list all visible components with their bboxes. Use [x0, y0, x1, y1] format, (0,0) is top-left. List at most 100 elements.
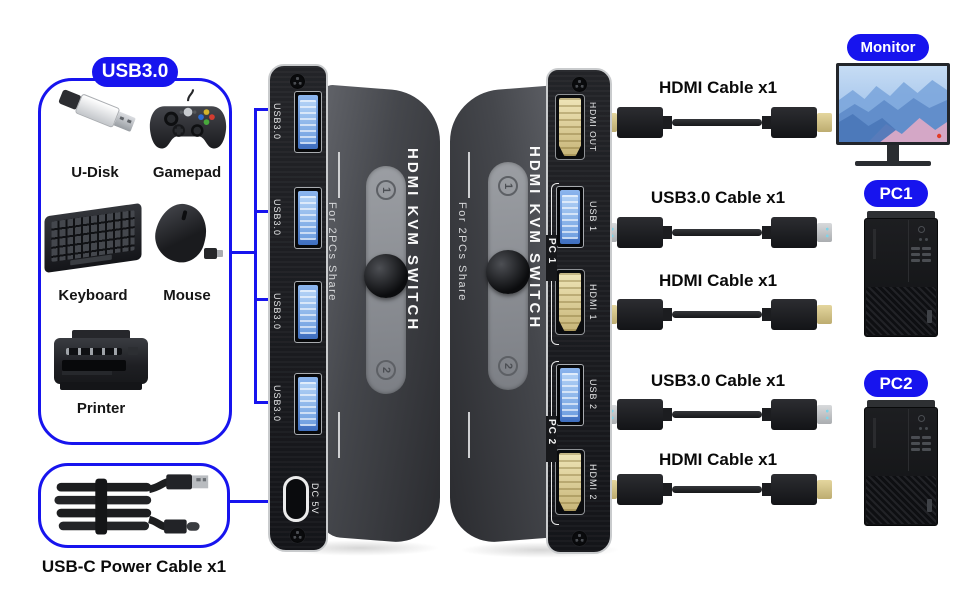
usb-a-port-icon [294, 281, 322, 343]
usb-a-port-icon [556, 186, 584, 248]
cable-cord [672, 485, 762, 493]
subtitle-dash [468, 412, 470, 458]
usb1-label: USB 1 [588, 201, 598, 233]
mouse-icon [149, 198, 226, 270]
hdmi2-port: HDMI 2 [548, 448, 610, 516]
hdmi-out-label: HDMI OUT [588, 101, 598, 153]
hdmi-port-icon [555, 269, 585, 335]
monitor-image [836, 63, 950, 145]
dc-5v-label: DC 5V [310, 483, 320, 515]
usb3-badge: USB3.0 [92, 57, 178, 87]
cable-plug [617, 298, 663, 330]
cable-1-label: HDMI Cable x1 [658, 78, 778, 97]
pc2-badge: PC2 [864, 370, 928, 397]
monitor-stand [887, 145, 899, 161]
cable-plug [771, 298, 817, 330]
kvm-right-title: HDMI KVM SWITCH [526, 146, 543, 331]
cable-plug [771, 398, 817, 430]
connector-bracket [254, 108, 257, 404]
kvm-right-switch-panel: 1 2 [486, 162, 530, 390]
cable-tip [817, 479, 832, 499]
cable-plug [771, 106, 817, 138]
usb3-port-3-label: USB3.0 [272, 293, 282, 331]
pc2-group-label: PC 2 [546, 416, 557, 462]
cable-plug [617, 216, 663, 248]
hdmi-cable-icon [602, 471, 832, 507]
usb1-port: USB 1 [548, 185, 610, 249]
usb-c-port-icon [283, 476, 309, 522]
cable-2-label: USB3.0 Cable x1 [650, 188, 786, 207]
usb3-port-4-label: USB3.0 [272, 385, 282, 423]
usb3-port-2-label: USB3.0 [272, 199, 282, 237]
select-pc2-button: 2 [376, 360, 396, 380]
kvm-right-port-panel: HDMI OUT USB 1 HDMI 1 USB 2 HDMI 2 PC 1 … [546, 68, 612, 554]
pc1-group-label: PC 1 [546, 235, 557, 281]
u-disk-label: U-Disk [71, 164, 119, 181]
usb-c-power-cable-icon [48, 470, 220, 541]
cable-tip [817, 112, 832, 132]
connector-line-power [228, 500, 284, 503]
u-disk-icon [58, 88, 136, 156]
power-cable-caption: USB-C Power Cable x1 [41, 557, 227, 576]
select-pc1-button: 1 [376, 180, 396, 200]
kvm-left-port-panel: USB3.0 USB3.0 USB3.0 USB3.0 DC 5V [268, 64, 328, 552]
gamepad-icon [146, 88, 230, 158]
usb3-port-2: USB3.0 [270, 186, 326, 250]
screw-icon [290, 528, 305, 543]
select-pc2-button: 2 [498, 356, 518, 376]
screw-icon [572, 77, 587, 92]
hdmi1-port: HDMI 1 [548, 268, 610, 336]
cable-4-label: USB3.0 Cable x1 [650, 371, 786, 390]
subtitle-dash [338, 152, 340, 198]
subtitle-dash [338, 412, 340, 458]
select-pc1-button: 1 [498, 176, 518, 196]
pc1-badge: PC1 [864, 180, 928, 207]
pc2-tower-image [864, 400, 938, 526]
kvm-left-subtitle: For 2PCs Share [326, 202, 338, 302]
hdmi-port-icon [555, 449, 585, 515]
mouse-label: Mouse [163, 287, 211, 304]
cable-tip [817, 222, 832, 242]
hdmi1-label: HDMI 1 [588, 283, 598, 321]
keyboard-icon [44, 202, 142, 276]
cable-cord [672, 310, 762, 318]
cable-plug [771, 473, 817, 505]
cable-cord [672, 410, 762, 418]
subtitle-dash [468, 152, 470, 198]
printer-icon [54, 330, 148, 392]
usb-cable-icon [602, 396, 832, 432]
usb2-label: USB 2 [588, 379, 598, 411]
usb3-port-1: USB3.0 [270, 90, 326, 154]
monitor-base [855, 161, 931, 166]
usb3-port-3: USB3.0 [270, 280, 326, 344]
kvm-left-switch-panel: 1 2 [364, 166, 408, 394]
kvm-right-subtitle: For 2PCs Share [456, 202, 468, 302]
hdmi-cable-icon [602, 296, 832, 332]
cable-tip [817, 404, 832, 424]
hdmi-port-icon [555, 94, 585, 160]
usb2-port: USB 2 [548, 363, 610, 427]
cable-plug [617, 473, 663, 505]
usb-a-port-icon [294, 373, 322, 435]
kvm-left-title: HDMI KVM SWITCH [404, 148, 421, 333]
screw-icon [572, 531, 587, 546]
usb-cable-icon [602, 214, 832, 250]
screw-icon [290, 74, 305, 89]
cable-3-label: HDMI Cable x1 [658, 271, 778, 290]
hdmi-cable-icon [602, 104, 832, 140]
usb3-port-4: USB3.0 [270, 372, 326, 436]
pc1-tower-image [864, 211, 938, 337]
usb-a-port-icon [294, 187, 322, 249]
usb-a-port-icon [294, 91, 322, 153]
printer-label: Printer [76, 400, 126, 417]
cable-cord [672, 228, 762, 236]
monitor-badge: Monitor [847, 34, 929, 61]
cable-cord [672, 118, 762, 126]
usb-a-port-icon [556, 364, 584, 426]
cable-tip [817, 304, 832, 324]
switch-knob [486, 250, 530, 294]
hdmi2-label: HDMI 2 [588, 463, 598, 501]
keyboard-label: Keyboard [58, 287, 128, 304]
cable-plug [617, 398, 663, 430]
